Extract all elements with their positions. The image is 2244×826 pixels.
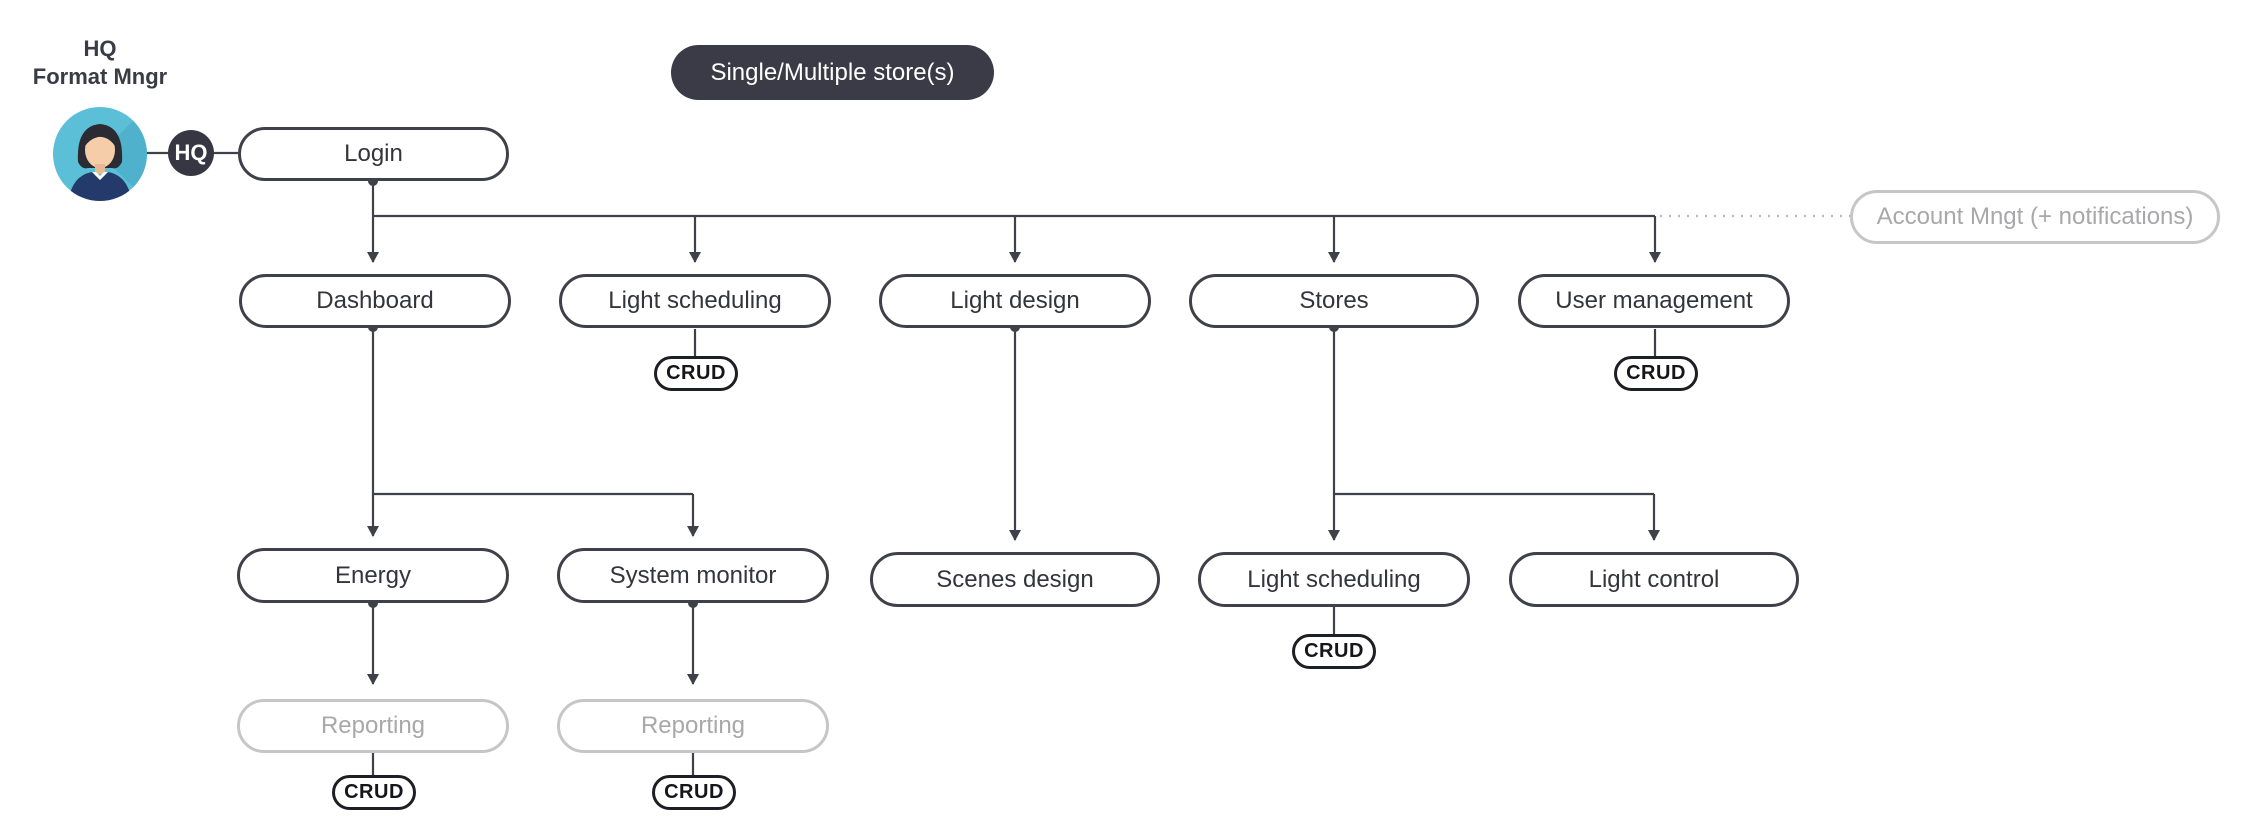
hq-badge: HQ — [168, 130, 214, 176]
crud-badge: CRUD — [654, 356, 738, 391]
person-avatar-icon — [52, 106, 148, 202]
system-monitor-node[interactable]: System monitor — [557, 548, 829, 603]
account-mngt-node[interactable]: Account Mngt (+ notifications) — [1850, 190, 2220, 244]
light-design-node[interactable]: Light design — [879, 274, 1151, 328]
energy-reporting-node[interactable]: Reporting — [237, 699, 509, 753]
user-role-line2: Format Mngr — [32, 64, 168, 89]
monitor-reporting-node[interactable]: Reporting — [557, 699, 829, 753]
store-light-scheduling-node[interactable]: Light scheduling — [1198, 552, 1470, 607]
light-control-node[interactable]: Light control — [1509, 552, 1799, 607]
energy-node[interactable]: Energy — [237, 548, 509, 603]
user-role-label: HQ Format Mngr — [20, 35, 180, 91]
crud-badge: CRUD — [332, 775, 416, 810]
crud-badge: CRUD — [652, 775, 736, 810]
user-role-line1: HQ — [83, 36, 117, 61]
scope-banner: Single/Multiple store(s) — [671, 45, 994, 100]
crud-badge: CRUD — [1292, 634, 1376, 669]
dashboard-node[interactable]: Dashboard — [239, 274, 511, 328]
crud-badge: CRUD — [1614, 356, 1698, 391]
stores-node[interactable]: Stores — [1189, 274, 1479, 328]
user-management-node[interactable]: User management — [1518, 274, 1790, 328]
light-scheduling-node[interactable]: Light scheduling — [559, 274, 831, 328]
login-node[interactable]: Login — [238, 127, 509, 181]
scenes-design-node[interactable]: Scenes design — [870, 552, 1160, 607]
